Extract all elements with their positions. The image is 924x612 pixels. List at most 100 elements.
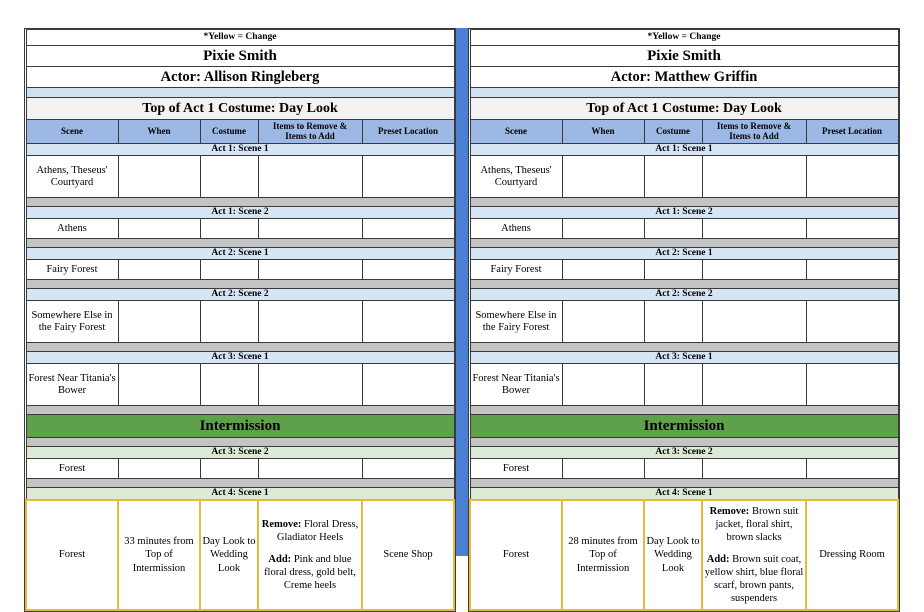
cell-items-remove-add xyxy=(257,155,363,198)
act-header-act-2-scene-1-cell: Act 2: Scene 1 xyxy=(469,247,899,260)
cell-items-remove-add xyxy=(257,218,363,239)
cell-when xyxy=(561,458,645,479)
yellow-legend-row: *Yellow = Change xyxy=(469,29,899,46)
spacer-row-gray xyxy=(25,197,455,207)
cell-items-remove-add xyxy=(257,259,363,280)
intermission-row: Intermission xyxy=(469,414,899,438)
cell-preset: Scene Shop xyxy=(360,499,456,611)
act-header-act-3-scene-2: Act 3: Scene 2 xyxy=(469,446,899,459)
cell-preset xyxy=(361,218,455,239)
act-header-act-2-scene-2-cell: Act 2: Scene 2 xyxy=(469,288,899,301)
column-header-preset: Preset Location xyxy=(361,119,455,144)
spacer-row-gray xyxy=(25,238,455,248)
cell-scene: Athens xyxy=(469,218,563,239)
act-header-act-1-scene-1-cell: Act 1: Scene 1 xyxy=(25,143,455,156)
act-header-act-4-scene-1-cell: Act 4: Scene 1 xyxy=(25,487,455,501)
act-header-act-1-scene-1-cell: Act 1: Scene 1 xyxy=(469,143,899,156)
actor-name-row: Actor: Allison Ringleberg xyxy=(25,66,455,88)
spacer-row-gray-cell xyxy=(25,478,455,488)
act-header-act-4-scene-1: Act 4: Scene 1 xyxy=(25,487,455,501)
scene-row: Forest Near Titania's Bower xyxy=(469,363,899,406)
spacer-row-blue-cell xyxy=(25,87,455,98)
cell-costume xyxy=(199,155,259,198)
cell-scene: Athens, Theseus' Courtyard xyxy=(469,155,563,198)
cell-preset xyxy=(361,259,455,280)
act-header-act-3-scene-1-cell: Act 3: Scene 1 xyxy=(469,351,899,364)
act-header-act-2-scene-1: Act 2: Scene 1 xyxy=(469,247,899,260)
character-name-row: Pixie Smith xyxy=(25,45,455,67)
cell-scene: Forest xyxy=(25,499,119,611)
cell-costume: Day Look to Wedding Look xyxy=(643,499,703,611)
cell-preset: Dressing Room xyxy=(804,499,900,611)
spacer-row-blue xyxy=(25,87,455,98)
scene-row: Somewhere Else in the Fairy Forest xyxy=(25,300,455,343)
act-header-act-3-scene-2-cell: Act 3: Scene 2 xyxy=(469,446,899,459)
spacer-row-gray-cell xyxy=(25,279,455,289)
act-header-act-2-scene-1-cell: Act 2: Scene 1 xyxy=(25,247,455,260)
opening-costume-row-cell: Top of Act 1 Costume: Day Look xyxy=(469,97,899,120)
cell-when xyxy=(117,363,201,406)
act-header-act-1-scene-2-cell: Act 1: Scene 2 xyxy=(469,206,899,219)
spacer-row-gray-cell xyxy=(25,238,455,248)
cell-costume xyxy=(643,363,703,406)
scene-row: Forest Near Titania's Bower xyxy=(25,363,455,406)
cell-scene: Forest Near Titania's Bower xyxy=(469,363,563,406)
spacer-row-gray xyxy=(25,342,455,352)
character-name-row: Pixie Smith xyxy=(469,45,899,67)
spacer-row-gray xyxy=(25,405,455,415)
cell-when xyxy=(117,458,201,479)
spacer-row-blue xyxy=(469,87,899,98)
act-header-act-1-scene-2-cell: Act 1: Scene 2 xyxy=(25,206,455,219)
cell-preset xyxy=(805,458,899,479)
yellow-legend-row-cell: *Yellow = Change xyxy=(25,29,455,46)
cell-costume: Day Look to Wedding Look xyxy=(199,499,259,611)
yellow-legend-row-cell: *Yellow = Change xyxy=(469,29,899,46)
act-header-act-2-scene-2-cell: Act 2: Scene 2 xyxy=(25,288,455,301)
column-header-items: Items to Remove &Items to Add xyxy=(701,119,807,144)
spacer-row-gray xyxy=(469,279,899,289)
cell-preset xyxy=(361,363,455,406)
cell-scene: Fairy Forest xyxy=(25,259,119,280)
spacer-row-gray-cell xyxy=(469,437,899,447)
cell-scene: Somewhere Else in the Fairy Forest xyxy=(469,300,563,343)
cell-items-remove-add xyxy=(701,458,807,479)
actor-name-row-cell: Actor: Matthew Griffin xyxy=(469,66,899,88)
spacer-row-gray-cell xyxy=(25,342,455,352)
act-header-act-1-scene-1: Act 1: Scene 1 xyxy=(469,143,899,156)
scene-row: Athens, Theseus' Courtyard xyxy=(25,155,455,198)
cell-costume xyxy=(643,155,703,198)
spacer-row-gray-cell xyxy=(469,405,899,415)
cell-items-remove-add xyxy=(257,458,363,479)
cell-costume xyxy=(199,458,259,479)
act-header-act-3-scene-1-cell: Act 3: Scene 1 xyxy=(25,351,455,364)
scene-row: Fairy Forest xyxy=(469,259,899,280)
spacer-row-gray xyxy=(25,279,455,289)
cell-preset xyxy=(805,259,899,280)
spacer-row-blue-cell xyxy=(469,87,899,98)
cell-preset xyxy=(805,363,899,406)
cell-costume xyxy=(199,259,259,280)
cell-scene: Forest xyxy=(469,499,563,611)
cell-when xyxy=(117,259,201,280)
intermission-row-cell: Intermission xyxy=(25,414,455,438)
act-header-act-3-scene-1: Act 3: Scene 1 xyxy=(25,351,455,364)
cell-when: 28 minutes from Top of Intermission xyxy=(561,499,645,611)
cell-items-remove-add xyxy=(257,300,363,343)
act-header-act-2-scene-2: Act 2: Scene 2 xyxy=(469,288,899,301)
opening-costume-row: Top of Act 1 Costume: Day Look xyxy=(469,97,899,120)
act-header-act-1-scene-2: Act 1: Scene 2 xyxy=(25,206,455,219)
column-header-scene: Scene xyxy=(25,119,119,144)
cell-scene: Forest xyxy=(25,458,119,479)
column-header-costume: Costume xyxy=(643,119,703,144)
spacer-row-gray xyxy=(469,197,899,207)
act-header-act-3-scene-2: Act 3: Scene 2 xyxy=(25,446,455,459)
scene-row: Somewhere Else in the Fairy Forest xyxy=(469,300,899,343)
cell-when xyxy=(117,218,201,239)
cell-costume xyxy=(199,363,259,406)
